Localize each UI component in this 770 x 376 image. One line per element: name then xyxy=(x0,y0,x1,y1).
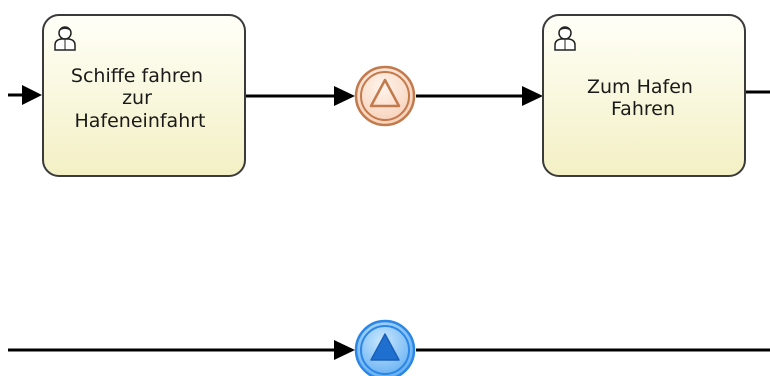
sequence-flow-event1-to-task2[interactable] xyxy=(416,86,543,106)
task-label-line: zur xyxy=(122,87,152,109)
signal-triangle-icon xyxy=(370,333,400,361)
sequence-flow-task1-to-event1[interactable] xyxy=(245,86,355,106)
intermediate-signal-event-orange[interactable] xyxy=(354,65,416,127)
task-label-line: Fahren xyxy=(611,98,675,120)
task-label: Schiffe fahren zur Hafeneinfahrt xyxy=(71,65,209,132)
sequence-flow-incoming-event2[interactable] xyxy=(8,340,355,360)
task-label-line: Hafeneinfahrt xyxy=(75,110,206,132)
sequence-flow-incoming-task1[interactable] xyxy=(8,85,42,105)
user-icon xyxy=(54,26,76,51)
user-task-zum-hafen-fahren[interactable]: Zum Hafen Fahren xyxy=(542,14,746,177)
task-label-line: Zum Hafen xyxy=(587,76,693,98)
task-label-line: Schiffe fahren xyxy=(71,65,203,87)
user-icon xyxy=(554,26,576,51)
user-task-schiffe-fahren[interactable]: Schiffe fahren zur Hafeneinfahrt xyxy=(42,14,246,177)
task-label: Zum Hafen Fahren xyxy=(587,76,699,120)
intermediate-signal-event-blue[interactable] xyxy=(354,319,416,376)
signal-triangle-icon xyxy=(369,78,401,108)
